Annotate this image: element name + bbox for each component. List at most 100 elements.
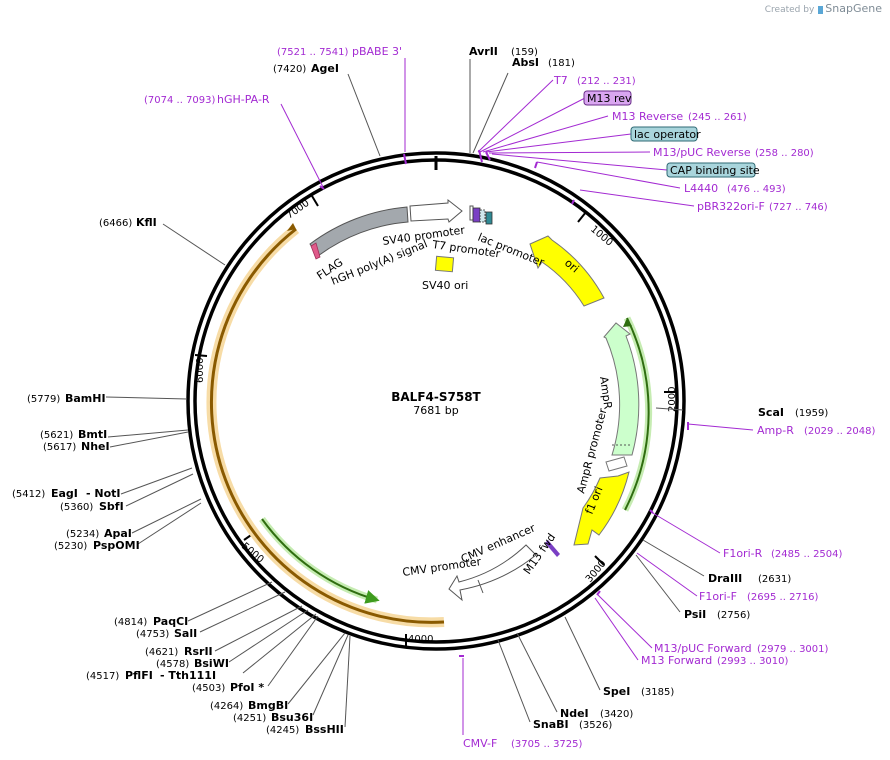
site-eagi-pos: (5412) — [12, 489, 45, 500]
lac-operator-block — [479, 209, 486, 223]
leader-sali — [199, 591, 286, 633]
m13-fwd-block — [545, 540, 560, 557]
primer-mark-pbr — [571, 199, 575, 205]
leader-bmgbi — [287, 632, 346, 705]
primer-marks — [319, 149, 689, 657]
primer-m13puc-reverse-pos: (258 .. 280) — [755, 148, 814, 159]
site-snabi-name: SnaBI — [533, 718, 569, 731]
t7-promoter-feature — [469, 205, 474, 221]
leader-scai — [655, 407, 684, 411]
site-paqci-pos: (4814) — [114, 617, 147, 628]
primer-mark-t7 — [478, 149, 483, 163]
primer-m13puc-reverse-name: M13/pUC Reverse — [653, 146, 751, 159]
cap-binding-block — [485, 211, 493, 225]
primer-l4440-pos: (476 .. 493) — [727, 184, 786, 195]
site-agei-name: AgeI — [311, 62, 339, 75]
site-ndei-pos: (3420) — [600, 709, 633, 720]
primer-f1ori-r-name: F1ori-R — [723, 547, 763, 560]
leader-kfli — [162, 223, 226, 266]
primer-mark-l4440 — [534, 161, 538, 169]
primer-cmv-f-pos: (3705 .. 3725) — [511, 739, 583, 750]
label-hgh-polya: hGH poly(A) signal — [329, 237, 429, 288]
label-ampr: AmpR — [597, 376, 614, 411]
site-pfoi-pos: (4503) — [192, 683, 225, 694]
site-snabi-pos: (3526) — [579, 720, 612, 731]
plasmid-name: BALF4-S758T — [391, 390, 481, 404]
orange-arc-arrow-icon — [287, 223, 296, 231]
primer-f1ori-r-pos: (2485 .. 2504) — [771, 549, 843, 560]
sv40-ori-feature — [434, 255, 455, 273]
site-psii-pos: (2756) — [717, 610, 750, 621]
site-sali-name: SalI — [174, 627, 197, 640]
tick-label-6000: 6000 — [195, 358, 206, 383]
primer-m13puc-forward-name: M13/pUC Forward — [654, 642, 752, 655]
orange-feature-arc — [210, 227, 445, 624]
site-eagi-name: EagI — [51, 487, 78, 500]
site-draiii-pos: (2631) — [758, 574, 791, 585]
site-avrii-pos: (159) — [511, 47, 538, 58]
leader-bsshii — [344, 635, 351, 728]
primer-mark-m13rev — [485, 151, 491, 161]
primer-m13puc-forward-pos: (2979 .. 3001) — [757, 644, 829, 655]
site-draiii-name: DraIII — [708, 572, 742, 585]
green-arc-right-arrow-icon — [623, 318, 632, 327]
ampr-feature — [603, 322, 640, 456]
primer-m13-forward-name: M13 Forward — [641, 654, 712, 667]
leader-bsiwi — [228, 609, 309, 663]
primer-pbr322ori-f-name: pBR322ori-F — [697, 200, 765, 213]
site-spei-name: SpeI — [603, 685, 630, 698]
site-spei-pos: (3185) — [641, 687, 674, 698]
leader-m13puc-reverse — [488, 151, 651, 154]
site-agei-pos: (7420) — [273, 64, 306, 75]
leader-psii — [635, 554, 681, 613]
cmv-feature — [448, 544, 537, 602]
primer-amp-r-pos: (2029 .. 2048) — [804, 426, 876, 437]
leader-eagi — [120, 467, 193, 495]
lac-operator-box-label: lac operator — [634, 128, 701, 141]
site-rsrii-pos: (4621) — [145, 647, 178, 658]
site-absi-name: AbsI — [512, 56, 539, 69]
site-bsshii-name: BssHII — [305, 723, 344, 736]
snapgene-logo-icon — [818, 5, 824, 14]
leader-t7 — [477, 79, 554, 153]
created-by-text: Created by — [764, 5, 815, 15]
leader-bsu36i — [312, 634, 349, 716]
tick-mark-3000 — [594, 555, 605, 566]
site-scai-name: ScaI — [758, 406, 784, 419]
primer-cmv-f-name: CMV-F — [463, 737, 497, 750]
ampr-promoter-feature — [605, 456, 628, 472]
site-bmgbi-name: BmgBI — [248, 699, 288, 712]
green-arc-right — [624, 317, 650, 511]
leader-pfoi — [267, 615, 319, 687]
site-bsiwi-pos: (4578) — [156, 659, 189, 670]
ori-feature — [529, 235, 605, 307]
site-kfli-pos: (6466) — [99, 218, 132, 229]
leader-snabi — [497, 639, 531, 723]
site-sbfi-name: SbfI — [99, 500, 124, 513]
site-bsu36i-name: Bsu36I — [271, 711, 313, 724]
leader-apai — [131, 498, 202, 534]
tick-label-2000: 2000 — [667, 387, 678, 412]
leader-rsrii — [214, 605, 303, 652]
cap-binding-site-box-label: CAP binding site — [670, 164, 760, 177]
primer-f1ori-f-pos: (2695 .. 2716) — [747, 592, 819, 603]
leader-nhei — [109, 431, 189, 448]
primer-l4440-name: L4440 — [684, 182, 718, 195]
backbone-outer-ring — [186, 151, 686, 651]
site-bmti-pos: (5621) — [40, 430, 73, 441]
leader-bmti — [107, 429, 189, 438]
m13-rev-box-label: M13 rev — [587, 92, 632, 105]
site-bsiwi-name: BsiWI — [194, 657, 229, 670]
site-avrii-name: AvrII — [469, 45, 498, 58]
primer-pbabe3-name: pBABE 3' — [352, 45, 402, 58]
site-bmgbi-pos: (4264) — [210, 701, 243, 712]
primer-leaders — [280, 58, 754, 735]
sv40-promoter-feature — [409, 198, 463, 223]
site-bmti-name: BmtI — [78, 428, 107, 441]
tick-mark-6000 — [194, 354, 208, 357]
primer-m13-forward-pos: (2993 .. 3010) — [717, 656, 789, 667]
site-bsu36i-pos: (4251) — [233, 713, 266, 724]
leader-hgh-pa-r — [280, 103, 324, 188]
label-sv40-ori: SV40 ori — [422, 279, 468, 292]
